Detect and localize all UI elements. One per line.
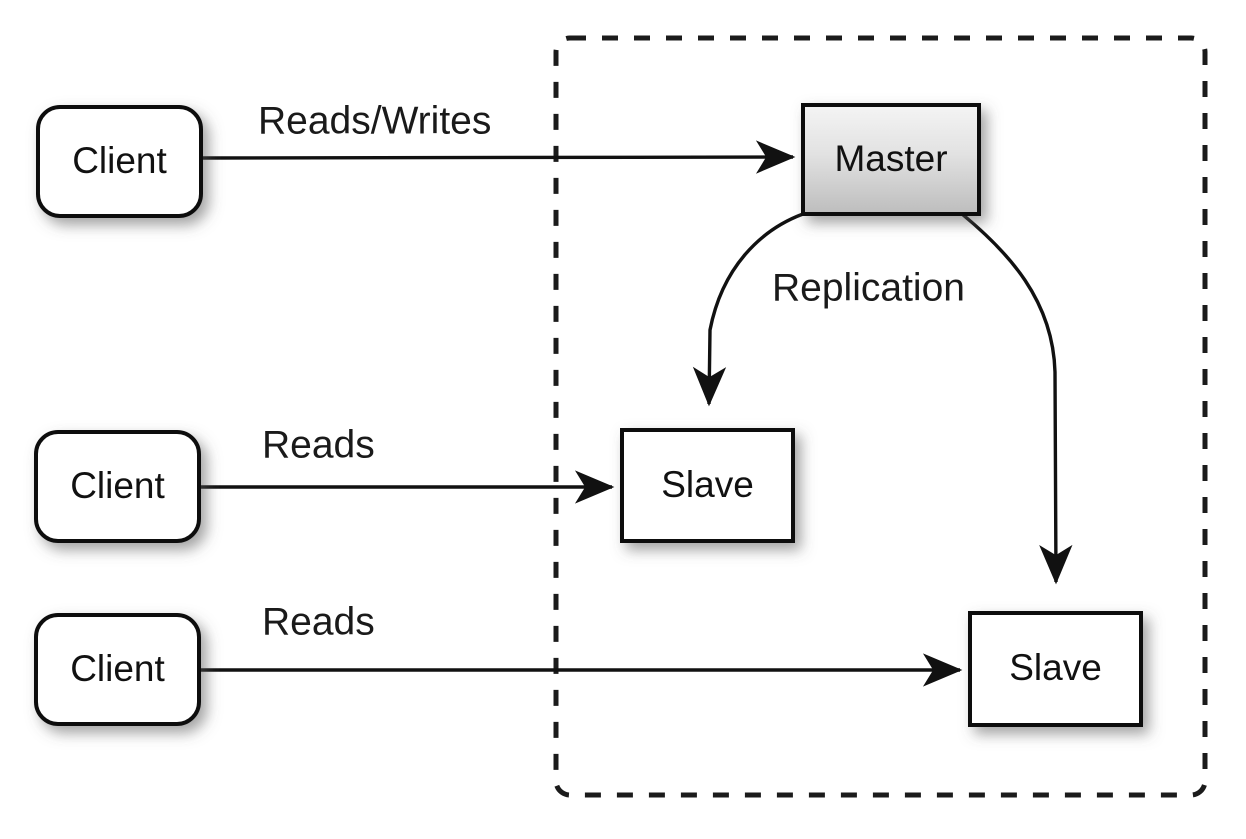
slave-2-box[interactable] [968,611,1143,727]
node-client-2[interactable] [34,430,201,543]
client-3-box[interactable] [34,613,201,726]
node-client-3[interactable] [34,613,201,726]
master-label: Master [834,138,947,179]
client-2-label: Client [70,465,165,506]
node-client-1[interactable] [36,105,203,218]
edge-client1-master [199,140,796,174]
client-1-box[interactable] [36,105,203,218]
edge-label-replication: Replication [772,266,965,309]
master-box[interactable] [801,103,981,216]
client-2-box[interactable] [34,430,201,543]
client-3-label: Client [70,648,165,689]
edge-label-reads-1: Reads [262,423,375,466]
slave-1-box[interactable] [620,428,795,543]
edge-master-slave1 [692,212,804,407]
client-1-label: Client [72,140,167,181]
database-cluster-boundary [553,35,1208,798]
edge-master-slave2 [960,212,1073,585]
node-slave-1[interactable] [620,428,795,543]
node-master[interactable] [801,103,981,216]
slave-2-label: Slave [1009,647,1102,688]
slave-1-label: Slave [661,464,754,505]
edge-label-reads-writes: Reads/Writes [258,99,491,142]
node-slave-2[interactable] [968,611,1143,727]
edge-label-reads-2: Reads [262,600,375,643]
